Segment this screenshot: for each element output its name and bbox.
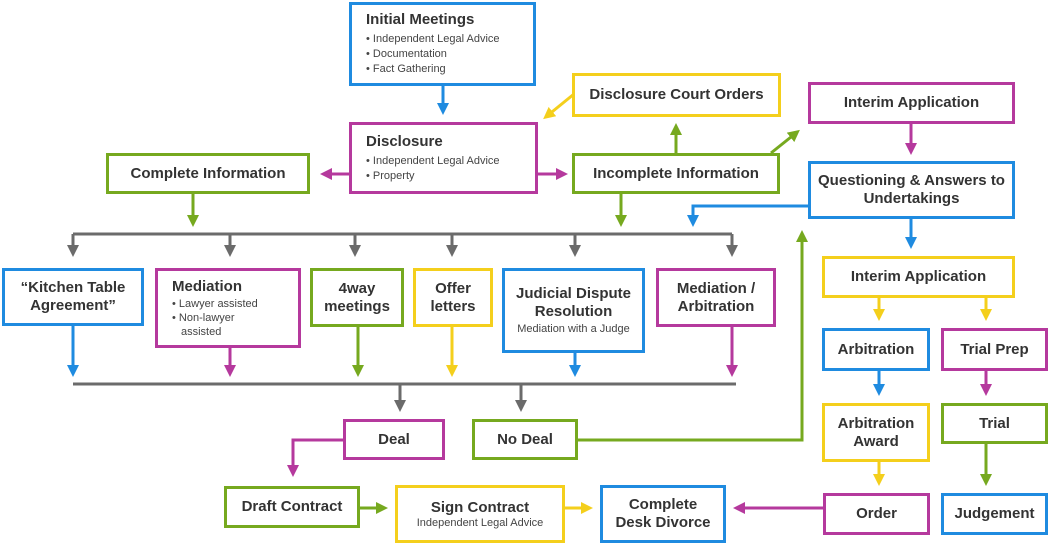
node-title: Interim Application	[843, 94, 980, 111]
node-item: Independent Legal Advice	[366, 154, 500, 169]
node-order: Order	[823, 493, 930, 535]
node-interim-application-mid: Interim Application	[822, 256, 1015, 298]
node-mediation: Mediation Lawyer assisted Non-lawyer ass…	[155, 268, 301, 348]
node-draft-contract: Draft Contract	[224, 486, 360, 528]
node-title: Mediation / Arbitration	[676, 279, 756, 315]
node-title: Trial	[979, 414, 1010, 432]
node-initial-meetings: Initial Meetings Independent Legal Advic…	[349, 2, 536, 86]
node-title: Initial Meetings	[366, 11, 475, 28]
node-trial: Trial	[941, 403, 1048, 444]
node-title: Interim Application	[850, 268, 987, 285]
node-title: No Deal	[497, 430, 553, 448]
node-title: Judgement	[954, 505, 1035, 522]
node-item: Non-lawyer	[172, 311, 258, 325]
node-title: Order	[856, 505, 897, 522]
node-item: Independent Legal Advice	[366, 32, 500, 47]
arrow-deal-to-draft	[287, 438, 343, 477]
node-4way-meetings: 4way meetings	[310, 268, 404, 327]
node-title: Complete Information	[130, 164, 286, 182]
arrow-questioning-to-bar	[687, 204, 810, 227]
node-title: Deal	[378, 430, 410, 448]
node-arbitration: Arbitration	[822, 328, 930, 371]
node-deal: Deal	[343, 419, 445, 460]
node-title: Offer letters	[430, 279, 476, 315]
node-judicial-dispute-resolution: Judicial Dispute Resolution Mediation wi…	[502, 268, 645, 353]
node-items: Lawyer assisted Non-lawyer assisted	[172, 297, 258, 339]
arrow-courtorders-to-disclosure	[543, 92, 575, 120]
arrow-nodeal-to-questioning	[578, 230, 808, 442]
node-title: Judicial Dispute Resolution	[515, 285, 632, 320]
node-title: Complete Desk Divorce	[615, 496, 711, 531]
node-title: Arbitration	[837, 340, 915, 358]
node-title: Trial Prep	[960, 340, 1029, 358]
node-item: Documentation	[366, 47, 500, 62]
node-title: Disclosure	[366, 132, 443, 150]
node-item: Lawyer assisted	[172, 297, 258, 311]
node-title: Sign Contract	[430, 498, 530, 516]
node-item: Property	[366, 169, 500, 184]
node-subtitle: Mediation with a Judge	[517, 323, 630, 335]
node-disclosure: Disclosure Independent Legal Advice Prop…	[349, 122, 538, 194]
node-incomplete-information: Incomplete Information	[572, 153, 780, 194]
node-item: Fact Gathering	[366, 62, 500, 77]
node-interim-application-top: Interim Application	[808, 82, 1015, 124]
node-title: Mediation	[172, 277, 242, 295]
node-arbitration-award: Arbitration Award	[822, 403, 930, 462]
node-no-deal: No Deal	[472, 419, 578, 460]
node-questioning-answers: Questioning & Answers to Undertakings	[808, 161, 1015, 219]
node-title: “Kitchen Table Agreement”	[20, 279, 126, 314]
node-offer-letters: Offer letters	[413, 268, 493, 327]
node-sign-contract: Sign Contract Independent Legal Advice	[395, 485, 565, 543]
node-title: Disclosure Court Orders	[589, 86, 764, 103]
node-title: Questioning & Answers to Undertakings	[818, 172, 1005, 207]
node-items: Independent Legal Advice Documentation F…	[366, 32, 500, 77]
node-title: Arbitration Award	[837, 414, 915, 450]
arrow-incomplete-to-interim	[770, 129, 800, 155]
node-kitchen-table-agreement: “Kitchen Table Agreement”	[2, 268, 144, 326]
node-title: 4way meetings	[324, 279, 390, 315]
node-judgement: Judgement	[941, 493, 1048, 535]
node-complete-desk-divorce: Complete Desk Divorce	[600, 485, 726, 543]
node-mediation-arbitration: Mediation / Arbitration	[656, 268, 776, 327]
node-complete-information: Complete Information	[106, 153, 310, 194]
node-title: Incomplete Information	[593, 164, 759, 182]
node-title: Draft Contract	[241, 498, 343, 515]
node-item: assisted	[181, 325, 222, 338]
node-items: Independent Legal Advice Property	[366, 154, 500, 184]
node-subtitle: Independent Legal Advice	[416, 516, 544, 529]
node-trial-prep: Trial Prep	[941, 328, 1048, 371]
node-disclosure-court-orders: Disclosure Court Orders	[572, 73, 781, 117]
